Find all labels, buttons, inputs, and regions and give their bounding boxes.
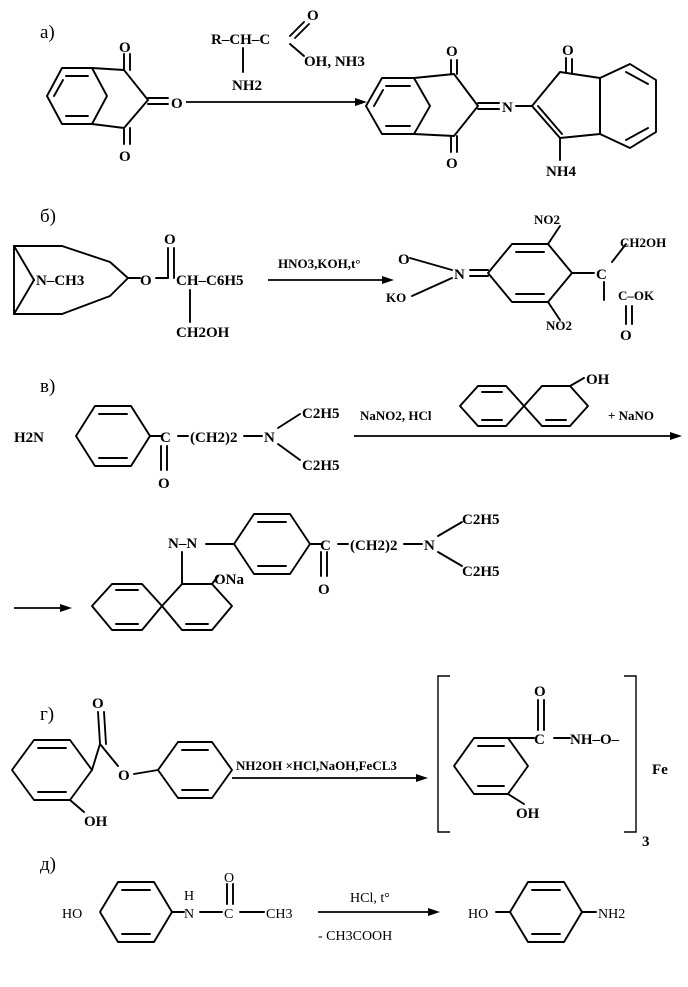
product-g-label-3: OH — [516, 806, 540, 822]
reactant-v-label-1: C — [160, 430, 171, 446]
reactant-d-label-5: CH3 — [266, 907, 292, 922]
product-a-label-4: NH4 — [546, 164, 577, 180]
reactant-b-label-1: O — [164, 232, 176, 248]
reagent-a-chain: R–CH–C — [211, 32, 270, 48]
product-a-label-0: O — [446, 44, 458, 60]
product-b-label-4: NO2 — [546, 318, 572, 333]
product-v-label-5: N — [424, 538, 435, 554]
product-v-label-6: C2H5 — [462, 512, 500, 528]
product-d-label-0: HO — [468, 907, 488, 922]
reactant-a-structure — [46, 53, 169, 145]
label-v: в) — [40, 376, 55, 397]
reaction-b: б) N–CH3 O O CH–C6H5 CH2OH HNO3,KOH,t° — [13, 206, 666, 344]
reactant-v-label-6: C2H5 — [302, 458, 340, 474]
product-v-label-7: C2H5 — [462, 564, 500, 580]
product-b-label-1: O — [398, 252, 410, 268]
conditions-d-bottom: - CH3COOH — [318, 929, 392, 944]
reactant-v-label-3: (CH2)2 — [190, 430, 238, 446]
product-d-structure — [495, 881, 597, 943]
reaction-a: а) O O O R–CH–C O OH, NH3 NH2 — [40, 8, 657, 180]
reactant-b-label-2: O — [140, 273, 152, 289]
reactant-v-label-0: H2N — [14, 430, 44, 446]
reactant-g-label-0: O — [92, 696, 104, 712]
product-v-label-4: (CH2)2 — [350, 538, 398, 554]
product-g-structure — [453, 699, 571, 805]
product-a-label-1: O — [446, 156, 458, 172]
reactant-v-structure — [75, 405, 301, 471]
conditions-d-top: HCl, t° — [350, 891, 390, 906]
product-v-label-2: C — [320, 538, 331, 554]
reactant-a-label-2: O — [119, 149, 131, 165]
product-b-label-5: CH2OH — [620, 235, 666, 250]
product-g-label-1: C — [534, 732, 545, 748]
reactant-b-label-3: CH–C6H5 — [176, 273, 244, 289]
reactant-a-label-0: O — [119, 40, 131, 56]
reactant-d-structure — [99, 881, 265, 943]
product-v-label-3: O — [318, 582, 330, 598]
reagent-a-oh: OH, NH3 — [304, 54, 365, 70]
label-d: д) — [40, 854, 56, 875]
reactant-v-label-5: C2H5 — [302, 406, 340, 422]
reagent-a-o: O — [307, 8, 319, 24]
product-g-subscript: 3 — [642, 834, 650, 850]
reactant-g-label-2: OH — [84, 814, 108, 830]
reactant-b-label-0: N–CH3 — [36, 273, 84, 289]
product-b-label-2: N — [454, 267, 465, 283]
reactant-d-label-3: O — [224, 871, 234, 886]
product-b-label-0: NO2 — [534, 212, 560, 227]
naphthol-structure — [459, 377, 589, 427]
right-bracket — [624, 675, 637, 833]
product-v-label-0: N–N — [168, 536, 197, 552]
product-b-label-7: C–OK — [618, 288, 655, 303]
product-g-fe: Fe — [652, 762, 668, 778]
product-g-label-2: NH–O– — [570, 732, 620, 748]
reactant-d-label-4: C — [224, 907, 233, 922]
product-v-label-1: ONa — [214, 572, 245, 588]
product-b-structure — [409, 225, 633, 325]
product-a-structure — [365, 57, 657, 161]
reaction-g: г) O O OH NH2OH ×HCl,NaOH,FeCL3 — [11, 675, 668, 850]
left-bracket — [437, 675, 450, 833]
label-a: а) — [40, 22, 55, 43]
reactant-d-label-0: HO — [62, 907, 82, 922]
product-a-label-3: O — [562, 43, 574, 59]
product-g-label-0: O — [534, 684, 546, 700]
reactant-g-label-1: O — [118, 768, 130, 784]
reaction-d: д) HO H N O C CH3 HCl, t° - CH3COOH HO — [40, 854, 625, 944]
reactant-b-label-4: CH2OH — [176, 325, 230, 341]
reagent-a-nh2: NH2 — [232, 78, 262, 94]
reactant-g-structure — [11, 711, 233, 813]
product-v-structure — [91, 513, 463, 631]
product-a-label-2: N — [502, 100, 513, 116]
reactant-a-label-1: O — [171, 96, 183, 112]
product-b-label-6: C — [596, 267, 607, 283]
reaction-v: в) H2N C O (CH2)2 N C2H5 C2H5 NaNO2, HCl — [14, 372, 682, 631]
product-d-label-1: NH2 — [598, 907, 625, 922]
reactant-v-label-4: N — [264, 430, 275, 446]
label-g: г) — [40, 704, 54, 725]
product-b-label-8: O — [620, 328, 632, 344]
reactant-v-label-2: O — [158, 476, 170, 492]
conditions-g: NH2OH ×HCl,NaOH,FeCL3 — [236, 758, 397, 773]
reactant-d-label-2: N — [184, 907, 194, 922]
reactant-b-structure — [13, 245, 191, 323]
reactant-d-label-1: H — [184, 889, 194, 904]
product-b-label-3: KO — [386, 290, 406, 305]
conditions-v: NaNO2, HCl — [360, 408, 432, 423]
label-b: б) — [40, 206, 56, 227]
conditions-b: HNO3,KOH,t° — [278, 256, 360, 271]
extra-reagent-v: + NaNO — [608, 408, 654, 423]
naphthol-label: OH — [586, 372, 610, 388]
